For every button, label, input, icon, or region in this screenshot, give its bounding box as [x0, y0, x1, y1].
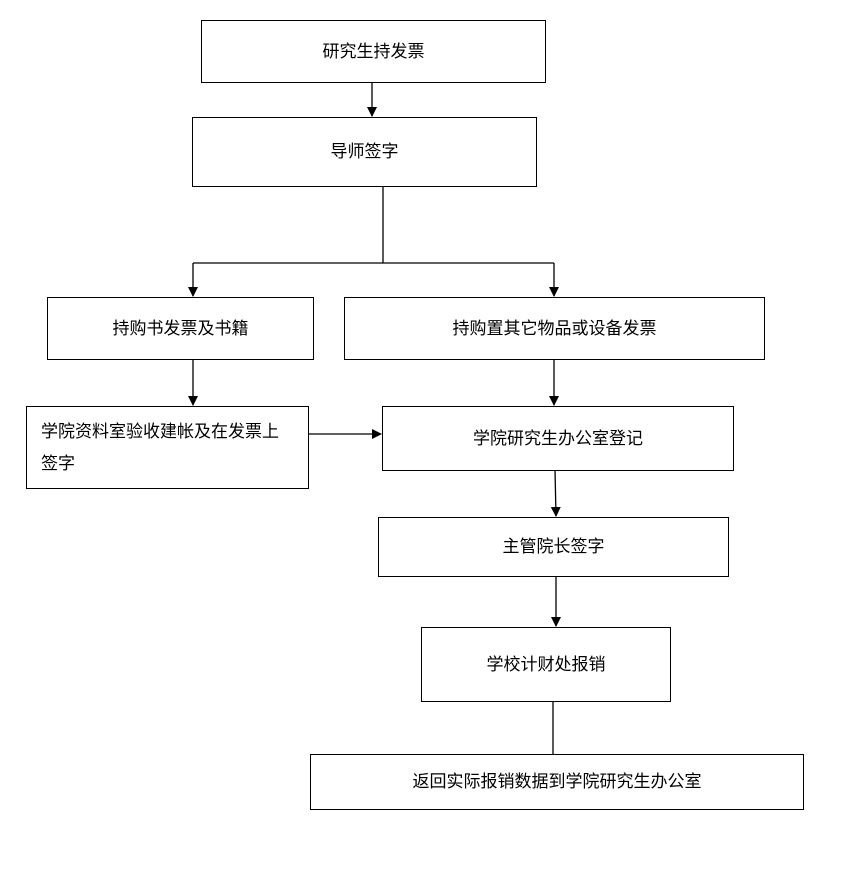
- node-other-invoice-label: 持购置其它物品或设备发票: [452, 318, 657, 339]
- node-student-invoice-label: 研究生持发票: [322, 41, 425, 62]
- node-library-check: 学院资料室验收建帐及在发票上签字: [26, 406, 309, 489]
- node-return-data: 返回实际报销数据到学院研究生办公室: [310, 754, 804, 810]
- node-dean-sign-label: 主管院长签字: [502, 537, 605, 557]
- node-library-check-label: 学院资料室验收建帐及在发票上签字: [41, 421, 279, 474]
- node-books-invoice: 持购书发票及书籍: [47, 297, 314, 360]
- node-advisor-sign-label: 导师签字: [330, 142, 399, 162]
- node-advisor-sign: 导师签字: [192, 117, 537, 187]
- node-finance-reimburse: 学校计财处报销: [421, 627, 671, 702]
- node-books-invoice-label: 持购书发票及书籍: [112, 318, 249, 339]
- node-student-invoice: 研究生持发票: [201, 20, 546, 83]
- node-other-invoice: 持购置其它物品或设备发票: [344, 297, 765, 360]
- arrow-register-to-dean: [550, 469, 561, 517]
- node-grad-office-register: 学院研究生办公室登记: [382, 406, 734, 471]
- node-return-data-label: 返回实际报销数据到学院研究生办公室: [412, 772, 702, 792]
- node-grad-office-register-label: 学院研究生办公室登记: [473, 428, 643, 449]
- node-finance-reimburse-label: 学校计财处报销: [486, 654, 606, 675]
- node-dean-sign: 主管院长签字: [378, 517, 729, 577]
